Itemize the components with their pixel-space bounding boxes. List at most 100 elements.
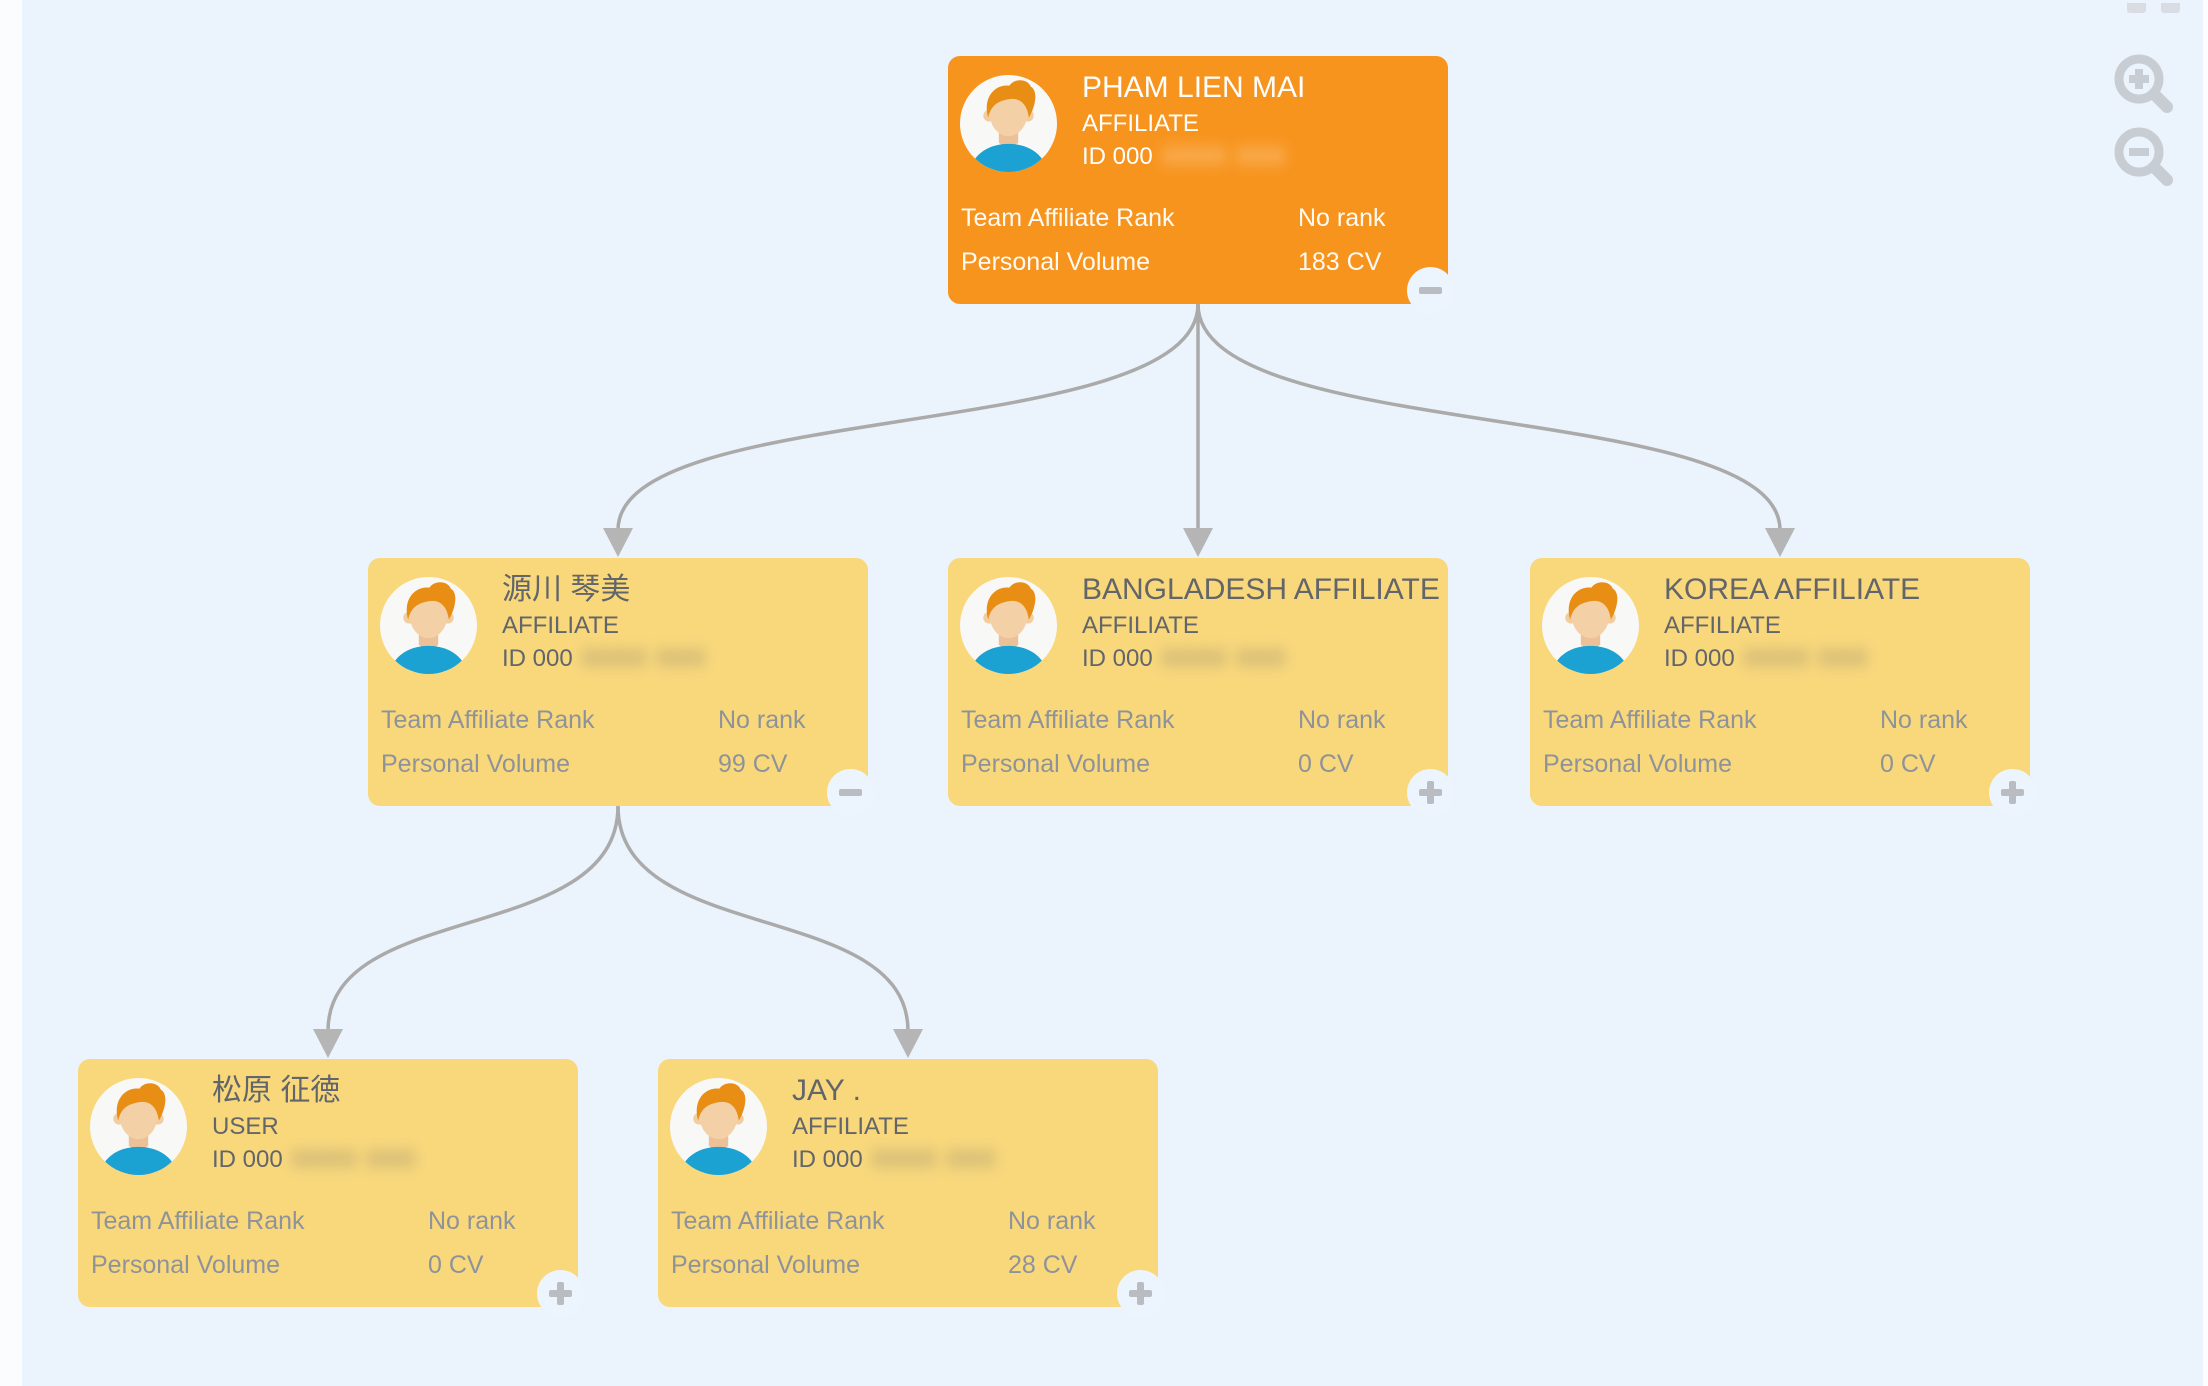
- member-name: BANGLADESH AFFILIATE: [1082, 573, 1440, 606]
- collapse-node-button[interactable]: [1407, 267, 1454, 314]
- zoom-out-icon: [2114, 127, 2173, 186]
- rank-value: No rank: [1008, 1207, 1096, 1235]
- member-id-redacted: 0000 000: [582, 645, 707, 672]
- member-id: ID 000 0000 000: [1082, 140, 1305, 173]
- avatar-person-icon: [1542, 577, 1639, 674]
- avatar: [960, 577, 1057, 674]
- member-type: AFFILIATE: [1082, 110, 1199, 137]
- avatar: [670, 1078, 767, 1175]
- avatar-person-icon: [380, 577, 477, 674]
- rank-row: Team Affiliate Rank No rank: [671, 1205, 1145, 1237]
- volume-row: Personal Volume 183 CV: [961, 246, 1435, 278]
- volume-row: Personal Volume 99 CV: [381, 748, 855, 780]
- member-id-redacted: 0000 000: [1162, 645, 1287, 672]
- rank-value: No rank: [1880, 706, 1968, 734]
- rank-label: Team Affiliate Rank: [1543, 706, 1757, 734]
- zoom-in-button[interactable]: [2112, 52, 2176, 116]
- volume-label: Personal Volume: [91, 1251, 281, 1279]
- member-name: 源川 琴美: [502, 573, 631, 606]
- rank-label: Team Affiliate Rank: [91, 1207, 305, 1235]
- member-id-prefix: ID 000: [212, 1146, 283, 1173]
- volume-label: Personal Volume: [381, 750, 571, 778]
- connector-arrowhead: [1183, 528, 1213, 557]
- volume-row: Personal Volume 0 CV: [91, 1249, 565, 1281]
- avatar-person-icon: [90, 1078, 187, 1175]
- rank-label: Team Affiliate Rank: [381, 706, 595, 734]
- volume-label: Personal Volume: [961, 248, 1151, 276]
- member-id: ID 000 0000 000: [502, 642, 707, 675]
- rank-row: Team Affiliate Rank No rank: [1543, 704, 2017, 736]
- member-id-redacted: 0000 000: [1162, 143, 1287, 170]
- member-id-redacted: 0000 000: [872, 1146, 997, 1173]
- volume-value: 183 CV: [1298, 248, 1382, 276]
- rank-label: Team Affiliate Rank: [961, 706, 1175, 734]
- member-id: ID 000 0000 000: [792, 1143, 997, 1176]
- member-id: ID 000 0000 000: [1082, 642, 1440, 675]
- avatar-person-icon: [670, 1078, 767, 1175]
- avatar-person-icon: [960, 75, 1057, 172]
- member-id-prefix: ID 000: [1082, 143, 1153, 170]
- card-header: BANGLADESH AFFILIATE AFFILIATE ID 000 0000 …: [1082, 571, 1440, 675]
- volume-row: Personal Volume 28 CV: [671, 1249, 1145, 1281]
- tree-connector: [616, 303, 1200, 531]
- avatar: [90, 1078, 187, 1175]
- volume-value: 0 CV: [1298, 750, 1354, 778]
- rank-label: Team Affiliate Rank: [961, 204, 1175, 232]
- member-type: USER: [212, 1113, 279, 1140]
- member-name: 松原 征徳: [212, 1074, 341, 1107]
- rank-value: No rank: [718, 706, 806, 734]
- volume-value: 0 CV: [428, 1251, 484, 1279]
- fullscreen-partial-icon: [2127, 0, 2180, 13]
- expand-node-button[interactable]: [1117, 1270, 1164, 1317]
- volume-label: Personal Volume: [1543, 750, 1733, 778]
- member-id-prefix: ID 000: [792, 1146, 863, 1173]
- zoom-out-button[interactable]: [2112, 125, 2176, 189]
- volume-value: 99 CV: [718, 750, 788, 778]
- member-id-prefix: ID 000: [1082, 645, 1153, 672]
- rank-value: No rank: [428, 1207, 516, 1235]
- connector-arrowhead: [893, 1029, 923, 1058]
- volume-label: Personal Volume: [961, 750, 1151, 778]
- avatar: [380, 577, 477, 674]
- member-id-prefix: ID 000: [502, 645, 573, 672]
- avatar: [960, 75, 1057, 172]
- card-header: PHAM LIEN MAI AFFILIATE ID 000 0000 000: [1082, 69, 1305, 173]
- right-edge-strip: [2203, 0, 2208, 1386]
- member-name: PHAM LIEN MAI: [1082, 71, 1306, 104]
- member-name: JAY .: [792, 1074, 861, 1107]
- expand-node-button[interactable]: [1989, 769, 2036, 816]
- avatar-person-icon: [960, 577, 1057, 674]
- tree-connector: [616, 805, 910, 1032]
- rank-row: Team Affiliate Rank No rank: [961, 202, 1435, 234]
- rank-row: Team Affiliate Rank No rank: [91, 1205, 565, 1237]
- volume-label: Personal Volume: [671, 1251, 861, 1279]
- zoom-in-icon: [2114, 54, 2173, 113]
- member-id-redacted: 0000 000: [1744, 645, 1869, 672]
- member-id-prefix: ID 000: [1664, 645, 1735, 672]
- member-type: AFFILIATE: [792, 1113, 909, 1140]
- tree-connector: [326, 805, 620, 1032]
- member-card[interactable]: BANGLADESH AFFILIATE AFFILIATE ID 000 0000 …: [948, 558, 1454, 816]
- expand-node-button[interactable]: [537, 1270, 584, 1317]
- member-type: AFFILIATE: [1082, 612, 1199, 639]
- rank-value: No rank: [1298, 706, 1386, 734]
- expand-node-button[interactable]: [1407, 769, 1454, 816]
- connector-arrowhead: [313, 1029, 343, 1058]
- collapse-node-button[interactable]: [827, 769, 874, 816]
- card-header: JAY . AFFILIATE ID 000 0000 000: [792, 1072, 997, 1176]
- rank-label: Team Affiliate Rank: [671, 1207, 885, 1235]
- rank-value: No rank: [1298, 204, 1386, 232]
- volume-value: 0 CV: [1880, 750, 1936, 778]
- rank-row: Team Affiliate Rank No rank: [961, 704, 1435, 736]
- member-name: KOREA AFFILIATE: [1664, 573, 1921, 606]
- volume-value: 28 CV: [1008, 1251, 1078, 1279]
